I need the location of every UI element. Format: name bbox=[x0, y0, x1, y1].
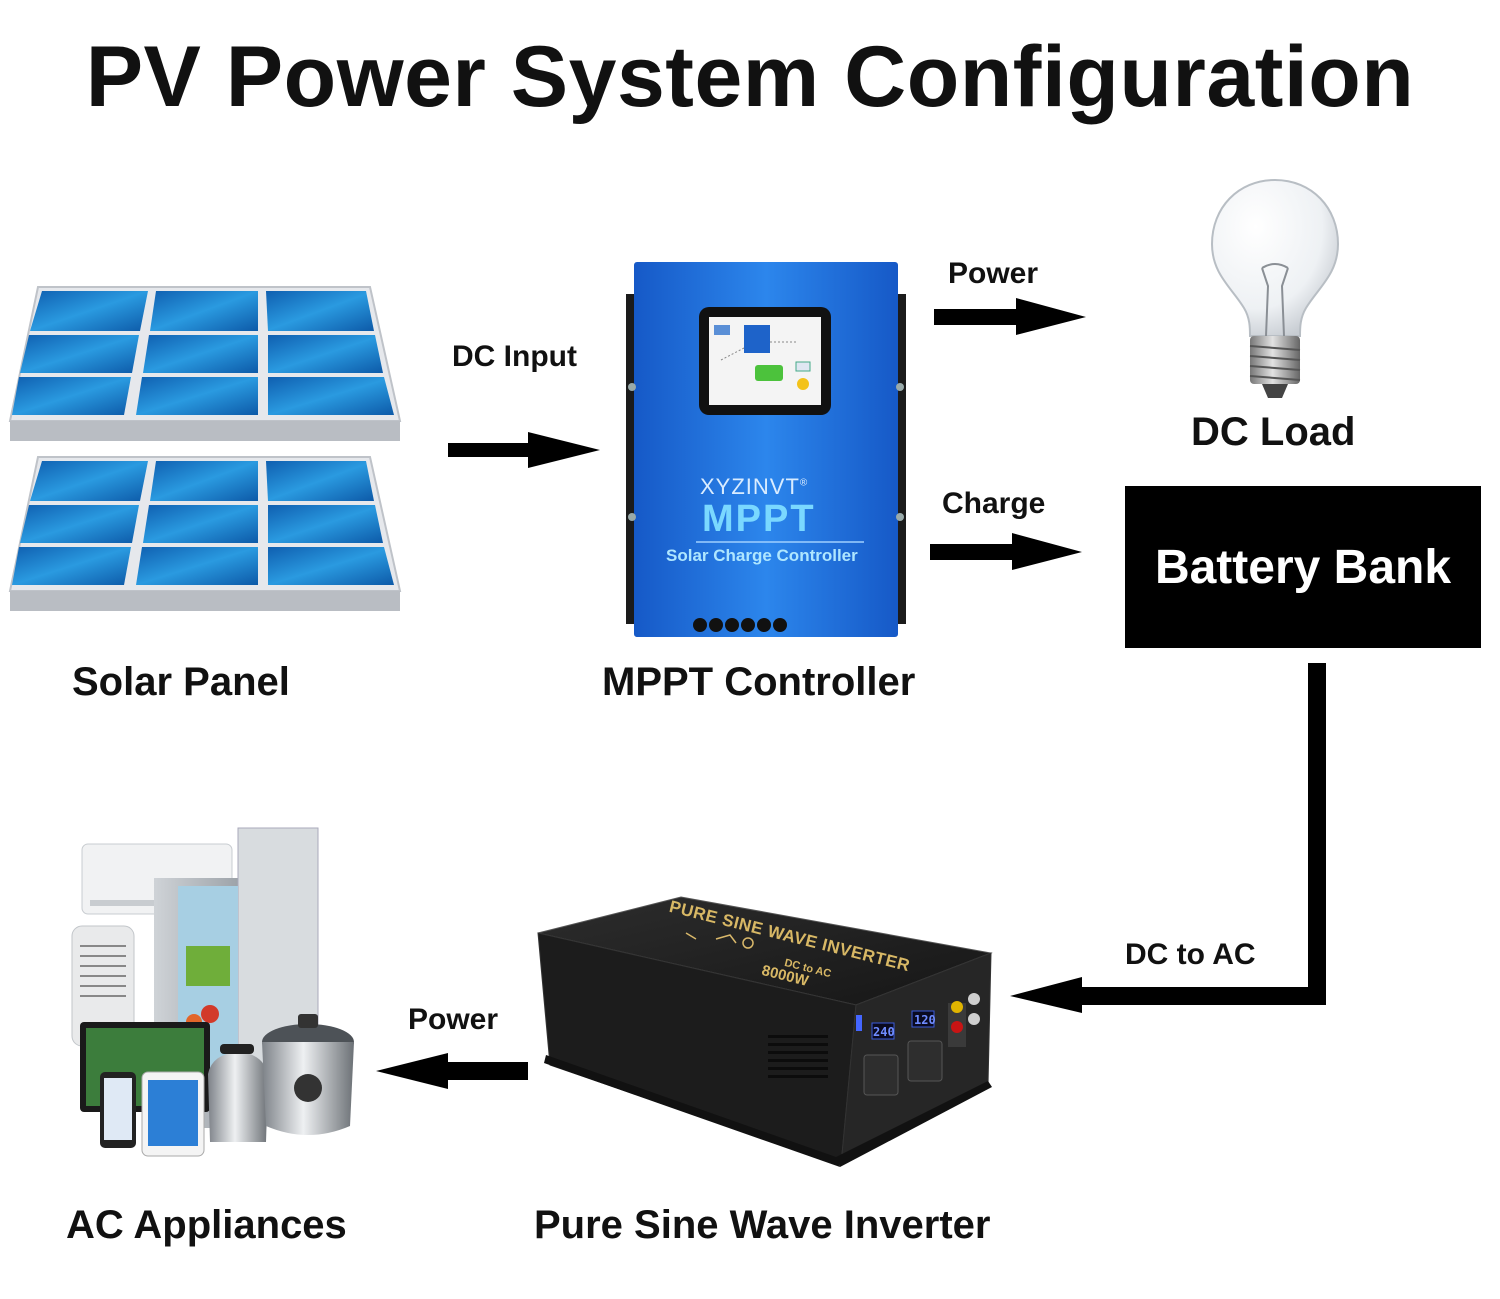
mppt-controller-device: XYZINVT® MPPT Solar Charge Controller bbox=[626, 262, 906, 640]
inverter-output-display: 120 bbox=[914, 1013, 936, 1027]
charge-arrow-icon bbox=[930, 533, 1082, 570]
dc-to-ac-label: DC to AC bbox=[1125, 938, 1256, 971]
battery-bank-label: Battery Bank bbox=[1154, 540, 1452, 594]
inverter-device-icon bbox=[537, 896, 993, 1167]
controller-body-icon bbox=[626, 262, 906, 637]
inverter-label: Pure Sine Wave Inverter bbox=[534, 1203, 991, 1247]
power-to-appliances-arrow-icon bbox=[376, 1053, 528, 1089]
ac-appliances-icon bbox=[71, 827, 354, 1157]
solar-panel-icon bbox=[8, 286, 402, 611]
light-bulb-icon bbox=[1210, 178, 1340, 398]
page-title: PV Power System Configuration bbox=[85, 29, 1415, 125]
dc-load-label: DC Load bbox=[1191, 410, 1356, 454]
ac-appliances-label: AC Appliances bbox=[66, 1203, 347, 1247]
power-to-load-arrow-icon bbox=[934, 298, 1086, 335]
controller-brand-mark: ® bbox=[799, 477, 809, 489]
controller-brand: XYZINVT bbox=[700, 474, 800, 499]
mppt-controller-label: MPPT Controller bbox=[602, 660, 916, 704]
battery-bank-box: Battery Bank bbox=[1125, 486, 1481, 648]
solar-panel-label: Solar Panel bbox=[72, 660, 290, 704]
dc-input-arrow-icon bbox=[448, 432, 600, 468]
power-to-appliances-label: Power bbox=[408, 1003, 499, 1036]
power-to-load-label: Power bbox=[948, 257, 1039, 290]
controller-subtitle: Solar Charge Controller bbox=[666, 546, 858, 565]
controller-mppt-text: MPPT bbox=[702, 498, 816, 540]
dc-input-label: DC Input bbox=[452, 340, 577, 373]
inverter-input-display: 240 bbox=[873, 1025, 895, 1039]
charge-label: Charge bbox=[942, 487, 1046, 520]
